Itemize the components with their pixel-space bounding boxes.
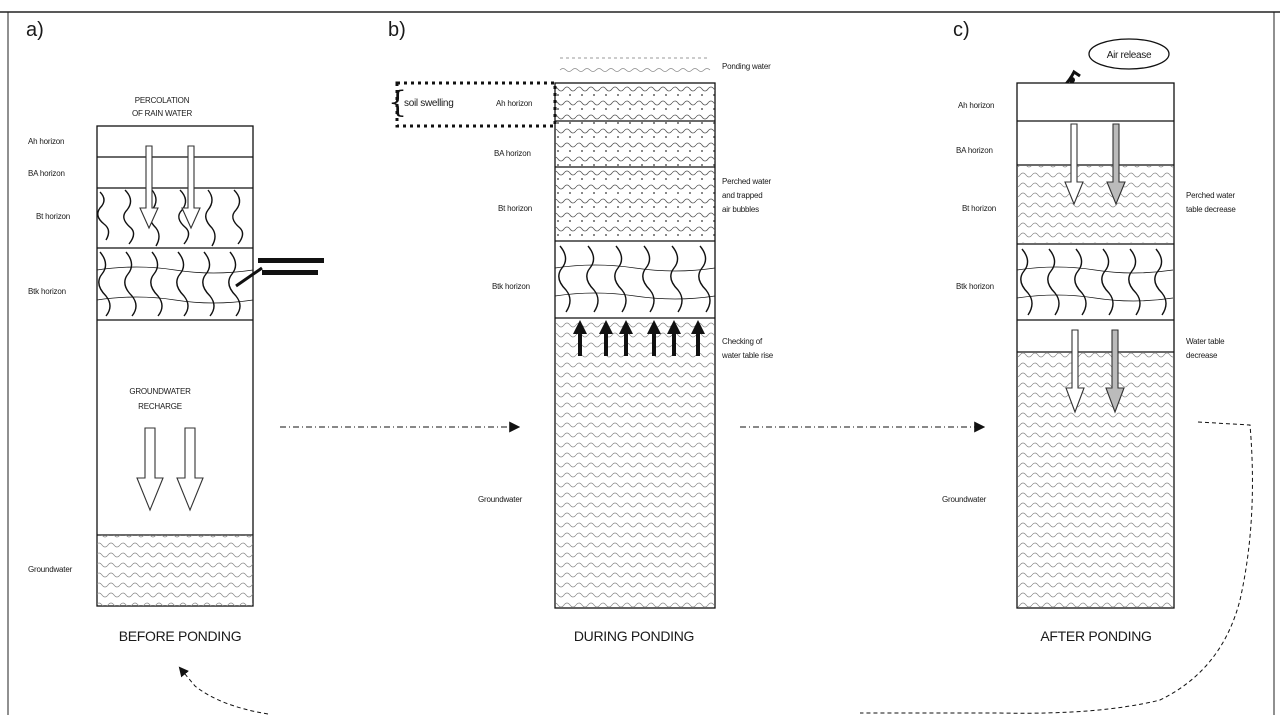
panel-c-letter: c) bbox=[953, 19, 970, 41]
cycle-return-path-right bbox=[860, 421, 1253, 714]
air-release-bubble bbox=[1088, 38, 1170, 70]
perched-label-2: and trapped bbox=[722, 191, 763, 200]
ponding-water-layer bbox=[559, 57, 711, 72]
flow-symbol bbox=[235, 258, 324, 288]
a-bt-label: Bt horizon bbox=[36, 212, 70, 221]
air-bubble-dot bbox=[1069, 77, 1075, 83]
recharge-label-2: RECHARGE bbox=[138, 402, 182, 411]
b-ah-label: Ah horizon bbox=[496, 99, 532, 108]
recharge-arrows bbox=[136, 427, 204, 512]
panel-b: b) Ponding water { soil swelling Ah hori bbox=[388, 19, 774, 644]
panel-a-letter: a) bbox=[26, 19, 44, 41]
c-perched-label-2: table decrease bbox=[1186, 205, 1236, 214]
c-groundwater-label: Groundwater bbox=[942, 495, 987, 504]
panel-a-column bbox=[96, 125, 254, 607]
perched-label-3: air bubbles bbox=[722, 205, 759, 214]
caption-after-ponding: AFTER PONDING bbox=[1040, 628, 1151, 644]
caption-during-ponding: DURING PONDING bbox=[574, 628, 694, 644]
water-rise-arrows bbox=[573, 320, 705, 356]
c-wt-label-1: Water table bbox=[1186, 337, 1225, 346]
b-groundwater-label: Groundwater bbox=[478, 495, 523, 504]
caption-before-ponding: BEFORE PONDING bbox=[119, 628, 242, 644]
swelling-brace: { bbox=[388, 85, 407, 120]
percolation-label-2: OF RAIN WATER bbox=[132, 109, 192, 118]
perched-water-texture-c bbox=[1018, 166, 1173, 243]
c-btk-label: Btk horizon bbox=[956, 282, 994, 291]
perched-label-1: Perched water bbox=[722, 177, 772, 186]
soil-swelling-box bbox=[395, 81, 557, 128]
b-ba-label: BA horizon bbox=[494, 149, 531, 158]
soil-swelling-label: soil swelling bbox=[404, 98, 453, 109]
c-wt-label-2: decrease bbox=[1186, 351, 1218, 360]
swollen-soil-texture bbox=[555, 83, 715, 241]
perched-decrease-arrows bbox=[1064, 123, 1126, 206]
groundwater-texture-b bbox=[556, 320, 714, 607]
panel-b-letter: b) bbox=[388, 19, 406, 41]
a-ah-label: Ah horizon bbox=[28, 137, 64, 146]
a-btk-label: Btk horizon bbox=[28, 287, 66, 296]
percolation-label-1: PERCOLATION bbox=[135, 96, 190, 105]
recharge-label-1: GROUNDWATER bbox=[129, 387, 191, 396]
air-release-label: Air release bbox=[1107, 50, 1152, 61]
groundwater-texture-c bbox=[1018, 353, 1173, 607]
checking-label-1: Checking of bbox=[722, 337, 763, 346]
ponding-water-label: Ponding water bbox=[722, 62, 771, 71]
cycle-return-arrow-left bbox=[178, 666, 269, 715]
c-ah-label: Ah horizon bbox=[958, 101, 994, 110]
b-btk-label: Btk horizon bbox=[492, 282, 530, 291]
groundwater-texture-a bbox=[97, 535, 253, 606]
a-ba-label: BA horizon bbox=[28, 169, 65, 178]
panel-a: a) PERCOLATION OF RAIN WATER bbox=[26, 19, 324, 644]
c-perched-label-1: Perched water bbox=[1186, 191, 1236, 200]
c-bt-label: Bt horizon bbox=[962, 204, 996, 213]
crack-texture-a bbox=[96, 189, 254, 317]
a-groundwater-label: Groundwater bbox=[28, 565, 73, 574]
checking-label-2: water table rise bbox=[721, 351, 774, 360]
percolation-arrows bbox=[139, 145, 201, 230]
crack-texture-c bbox=[1016, 248, 1174, 316]
watertable-decrease-arrows bbox=[1065, 329, 1125, 414]
c-ba-label: BA horizon bbox=[956, 146, 993, 155]
panel-c: c) Air release Ah h bbox=[942, 19, 1237, 644]
crack-texture-b bbox=[554, 245, 716, 313]
b-bt-label: Bt horizon bbox=[498, 204, 532, 213]
